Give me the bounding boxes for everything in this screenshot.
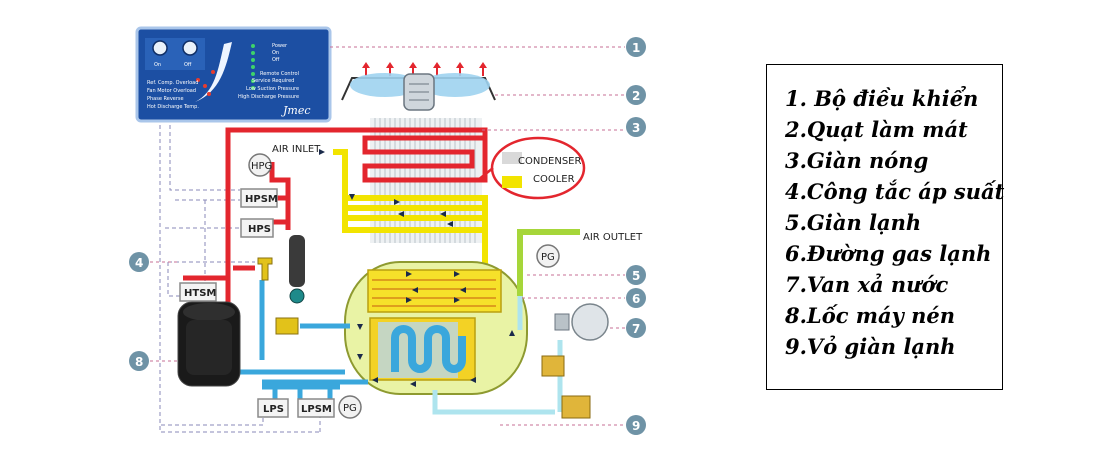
air-inlet-arrow-icon — [319, 149, 325, 155]
flow-arrows — [349, 194, 515, 387]
lpsm-box — [297, 398, 335, 418]
drain-valve-icon — [571, 303, 609, 341]
hps-label: HPS — [248, 224, 271, 235]
legend-item-5: 5.Giàn lạnh — [785, 210, 922, 235]
htsm-label: HTSM — [184, 288, 216, 299]
pg-top-gauge-icon — [536, 244, 560, 268]
air-path-yellow — [333, 149, 488, 265]
panel-left-line-0: Ref. Comp. Overload — [147, 80, 198, 86]
hpg-label: HPG — [251, 161, 272, 172]
condenser-cooler-bubble: CONDENSER COOLER — [477, 136, 586, 200]
cold-refrigerant-line — [240, 280, 368, 400]
panel-off-label: Off — [184, 62, 192, 68]
evaporator-tank — [344, 261, 528, 395]
htsm-box — [179, 282, 217, 302]
callout-1 — [626, 37, 646, 57]
callout-7-text: 7 — [632, 322, 640, 336]
lpsm-label: LPSM — [301, 404, 332, 415]
legend-item-3: 3.Giàn nóng — [785, 148, 929, 173]
panel-left-line-3: Hot Discharge Temp. — [147, 104, 199, 110]
callout-8 — [129, 351, 149, 371]
cooler-label: COOLER — [533, 174, 575, 185]
hps-box — [240, 218, 274, 238]
callout-1-text: 1 — [632, 41, 640, 55]
lps-box — [257, 398, 289, 418]
legend-item-4: 4.Công tắc áp suất — [785, 179, 1005, 204]
filter-drier-icon — [289, 235, 305, 287]
hpg-gauge-icon — [248, 153, 272, 177]
callout-6 — [626, 288, 646, 308]
legend-item-6: 6.Đường gas lạnh — [785, 241, 992, 266]
callout-2 — [626, 85, 646, 105]
panel-left-line-1: Fan Motor Overload — [147, 88, 196, 94]
drain-ball-valve-icon — [541, 355, 565, 377]
condenser-label: CONDENSER — [518, 156, 581, 167]
drain-trap-icon — [561, 395, 591, 419]
legend-item-1: 1. Bộ điều khiển — [785, 86, 979, 111]
callout-7 — [626, 318, 646, 338]
fan-blade-left-icon — [350, 73, 420, 97]
legend-item-8: 8.Lốc máy nén — [785, 303, 956, 328]
callout-5-text: 5 — [632, 269, 640, 283]
panel-on-label: On — [154, 62, 161, 68]
off-indicator-icon — [182, 40, 198, 56]
bypass-valve-icon — [275, 317, 299, 335]
fan-blade-right-icon — [420, 73, 490, 97]
air-dryer-diagram: On Off Power On Off Remote Control Servi… — [129, 26, 646, 435]
hpsm-box — [240, 188, 278, 208]
pg-top-label: PG — [541, 252, 555, 263]
legend-box: 1. Bộ điều khiển 2.Quạt làm mát 3.Giàn n… — [766, 64, 1005, 390]
accessories — [257, 235, 609, 419]
expansion-valve-icon — [257, 257, 273, 281]
callout-6-text: 6 — [632, 292, 640, 306]
panel-line-1: On — [272, 50, 279, 56]
panel-left-line-2: Phase Reverse — [147, 96, 184, 102]
callout-9 — [626, 415, 646, 435]
callout-3 — [626, 117, 646, 137]
panel-line-5: Low Suction Pressure — [246, 86, 299, 92]
control-wiring — [159, 125, 321, 433]
switch-boxes: HPSM HPS HTSM LPS LPSM — [179, 188, 335, 418]
legend-item-2: 2.Quạt làm mát — [785, 117, 968, 142]
callout-markers: 1 2 3 4 5 6 7 8 9 — [129, 37, 646, 435]
panel-line-2: Off — [272, 57, 280, 63]
callout-9-text: 9 — [632, 419, 640, 433]
callout-5 — [626, 265, 646, 285]
callout-8-text: 8 — [135, 355, 143, 369]
hpsm-label: HPSM — [245, 194, 278, 205]
panel-line-6: High Discharge Pressure — [238, 94, 299, 100]
brand-swoosh-icon — [195, 42, 232, 102]
air-outlet-label: AIR OUTLET — [583, 232, 643, 243]
panel-line-3: Remote Control — [260, 71, 299, 77]
legend-item-7: 7.Van xả nước — [785, 272, 949, 297]
callout-leaders — [150, 46, 625, 426]
sight-glass-icon — [289, 288, 305, 304]
pg-bottom-label: PG — [343, 403, 357, 414]
callout-3-text: 3 — [632, 121, 640, 135]
air-outlet-line — [517, 229, 580, 296]
air-inlet-label: AIR INLET — [272, 144, 321, 155]
legend-item-9: 9.Vỏ giàn lạnh — [785, 334, 956, 359]
callout-4 — [129, 252, 149, 272]
on-indicator-icon — [152, 40, 168, 56]
brand-logo: Jmec — [281, 104, 311, 117]
callout-4-text: 4 — [135, 256, 143, 270]
cooling-fan — [341, 62, 496, 111]
gauges: HPG PG PG — [248, 153, 560, 419]
controller-panel: On Off Power On Off Remote Control Servi… — [135, 26, 332, 123]
lps-label: LPS — [263, 404, 284, 415]
compressor — [177, 301, 241, 387]
callout-2-text: 2 — [632, 89, 640, 103]
pg-bottom-gauge-icon — [338, 395, 362, 419]
panel-line-0: Power — [272, 43, 288, 49]
panel-line-4: Service Required — [252, 78, 294, 84]
